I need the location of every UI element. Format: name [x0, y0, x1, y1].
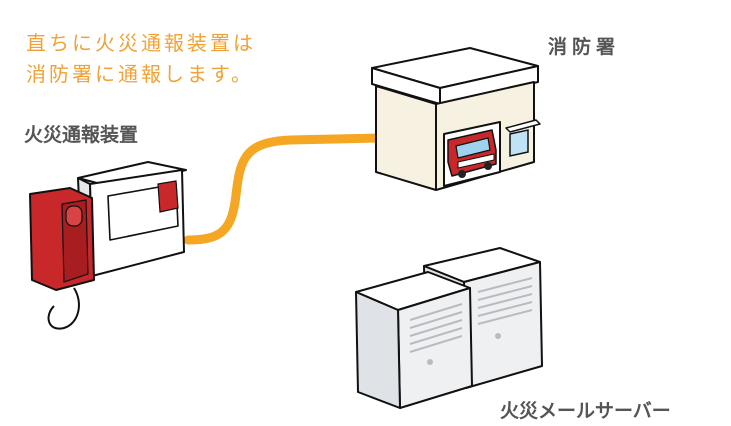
connection-line	[183, 133, 385, 245]
fire-truck-icon	[447, 129, 497, 178]
label-fire-alarm-device: 火災通報装置	[24, 124, 139, 146]
label-fire-mail-server: 火災メールサーバー	[500, 400, 671, 422]
fire-alarm-device-icon	[29, 161, 187, 330]
caption-text: 直ちに火災通報装置は 消防署に通報します。	[26, 28, 326, 90]
server-tower-icon	[355, 247, 543, 409]
label-fire-station: 消防署	[548, 36, 621, 58]
caption-line-2: 消防署に通報します。	[26, 62, 254, 86]
caption-line-1: 直ちに火災通報装置は	[26, 31, 256, 55]
